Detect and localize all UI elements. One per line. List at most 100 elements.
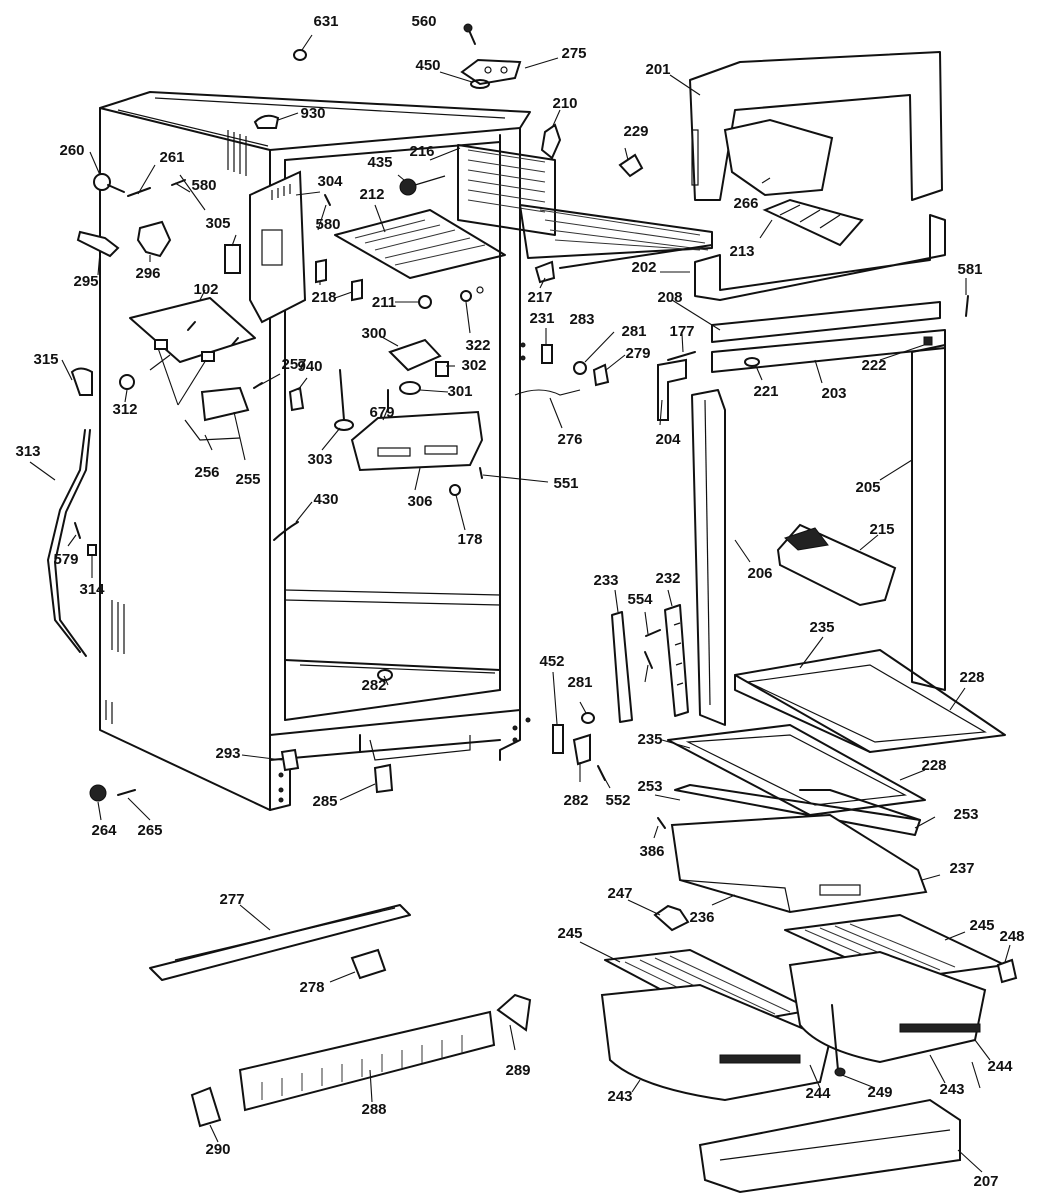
part-label: 232 xyxy=(655,570,680,587)
part-label: 264 xyxy=(91,822,117,839)
part-label: 266 xyxy=(733,195,758,212)
part-label: 276 xyxy=(557,431,582,448)
part-label: 228 xyxy=(959,669,984,686)
part-label: 253 xyxy=(953,806,978,823)
part-label: 207 xyxy=(973,1173,998,1190)
part-label: 552 xyxy=(605,792,630,809)
part-label: 450 xyxy=(415,57,440,74)
part-label: 245 xyxy=(969,917,994,934)
part-label: 210 xyxy=(552,95,577,112)
part-label: 304 xyxy=(317,173,343,190)
part-label: 261 xyxy=(159,149,184,166)
part-label: 217 xyxy=(527,289,552,306)
part-label: 580 xyxy=(191,177,216,194)
part-label: 265 xyxy=(137,822,162,839)
part-label: 235 xyxy=(637,731,662,748)
part-label: 940 xyxy=(297,358,322,375)
part-label: 430 xyxy=(313,491,338,508)
part-label: 211 xyxy=(372,294,396,311)
part-label: 290 xyxy=(205,1141,230,1158)
part-label: 315 xyxy=(33,351,58,368)
part-label: 282 xyxy=(563,792,588,809)
part-label: 260 xyxy=(59,142,84,159)
part-label: 386 xyxy=(639,843,664,860)
part-label: 208 xyxy=(657,289,682,306)
part-label: 679 xyxy=(369,404,394,421)
part-label: 288 xyxy=(361,1101,386,1118)
part-label: 228 xyxy=(921,757,946,774)
part-label: 237 xyxy=(949,860,974,877)
part-label: 204 xyxy=(655,431,681,448)
part-label: 631 xyxy=(313,13,338,30)
part-label: 303 xyxy=(307,451,332,468)
part-label: 243 xyxy=(607,1088,632,1105)
part-label: 435 xyxy=(367,154,392,171)
part-label: 218 xyxy=(311,289,336,306)
part-label: 253 xyxy=(637,778,662,795)
part-label: 551 xyxy=(553,475,578,492)
part-label: 278 xyxy=(299,979,324,996)
part-label: 243 xyxy=(939,1081,964,1098)
part-label: 322 xyxy=(465,337,490,354)
part-label: 282 xyxy=(361,677,386,694)
part-label: 235 xyxy=(809,619,834,636)
part-label: 178 xyxy=(457,531,482,548)
part-label: 312 xyxy=(112,401,137,418)
part-label: 203 xyxy=(821,385,846,402)
part-label: 285 xyxy=(312,793,337,810)
part-label: 215 xyxy=(869,521,894,538)
part-label: 580 xyxy=(315,216,340,233)
cabinet-drawing xyxy=(99,91,531,811)
part-label: 222 xyxy=(861,357,886,374)
part-label: 293 xyxy=(215,745,240,762)
part-label: 236 xyxy=(689,909,714,926)
part-labels: 631 560 450 275 930 210 229 201 260 261 … xyxy=(15,13,1024,1190)
part-label: 277 xyxy=(219,891,244,908)
part-label: 554 xyxy=(627,591,653,608)
part-label: 177 xyxy=(669,323,694,340)
part-label: 283 xyxy=(569,311,594,328)
part-label: 221 xyxy=(753,383,778,400)
part-label: 301 xyxy=(447,383,472,400)
part-label: 248 xyxy=(999,928,1024,945)
part-label: 295 xyxy=(73,273,98,290)
part-label: 305 xyxy=(205,215,230,232)
part-label: 279 xyxy=(625,345,650,362)
part-label: 281 xyxy=(567,674,592,691)
part-label: 231 xyxy=(529,310,554,327)
part-label: 249 xyxy=(867,1084,892,1101)
part-label: 102 xyxy=(193,281,218,298)
part-label: 289 xyxy=(505,1062,530,1079)
part-label: 244 xyxy=(805,1085,831,1102)
part-label: 257 xyxy=(281,356,306,373)
part-label: 281 xyxy=(621,323,646,340)
part-label: 216 xyxy=(409,143,434,160)
part-label: 560 xyxy=(411,13,436,30)
part-label: 306 xyxy=(407,493,432,510)
part-label: 300 xyxy=(361,325,386,342)
part-label: 256 xyxy=(194,464,219,481)
part-label: 275 xyxy=(561,45,586,62)
part-label: 212 xyxy=(359,186,384,203)
part-label: 296 xyxy=(135,265,160,282)
part-label: 233 xyxy=(593,572,618,589)
part-label: 302 xyxy=(461,357,486,374)
part-label: 201 xyxy=(645,61,670,78)
part-label: 579 xyxy=(53,551,78,568)
part-label: 244 xyxy=(987,1058,1013,1075)
part-label: 313 xyxy=(15,443,40,460)
part-label: 213 xyxy=(729,243,754,260)
parts-geometry xyxy=(47,23,1018,1194)
part-label: 202 xyxy=(631,259,656,276)
part-label: 229 xyxy=(623,123,648,140)
part-label: 247 xyxy=(607,885,632,902)
leader-lines xyxy=(29,34,1011,1173)
part-label: 206 xyxy=(747,565,772,582)
part-label: 205 xyxy=(855,479,880,496)
part-label: 255 xyxy=(235,471,260,488)
part-label: 930 xyxy=(300,105,325,122)
part-label: 452 xyxy=(539,653,564,670)
part-label: 581 xyxy=(957,261,982,278)
part-label: 245 xyxy=(557,925,582,942)
